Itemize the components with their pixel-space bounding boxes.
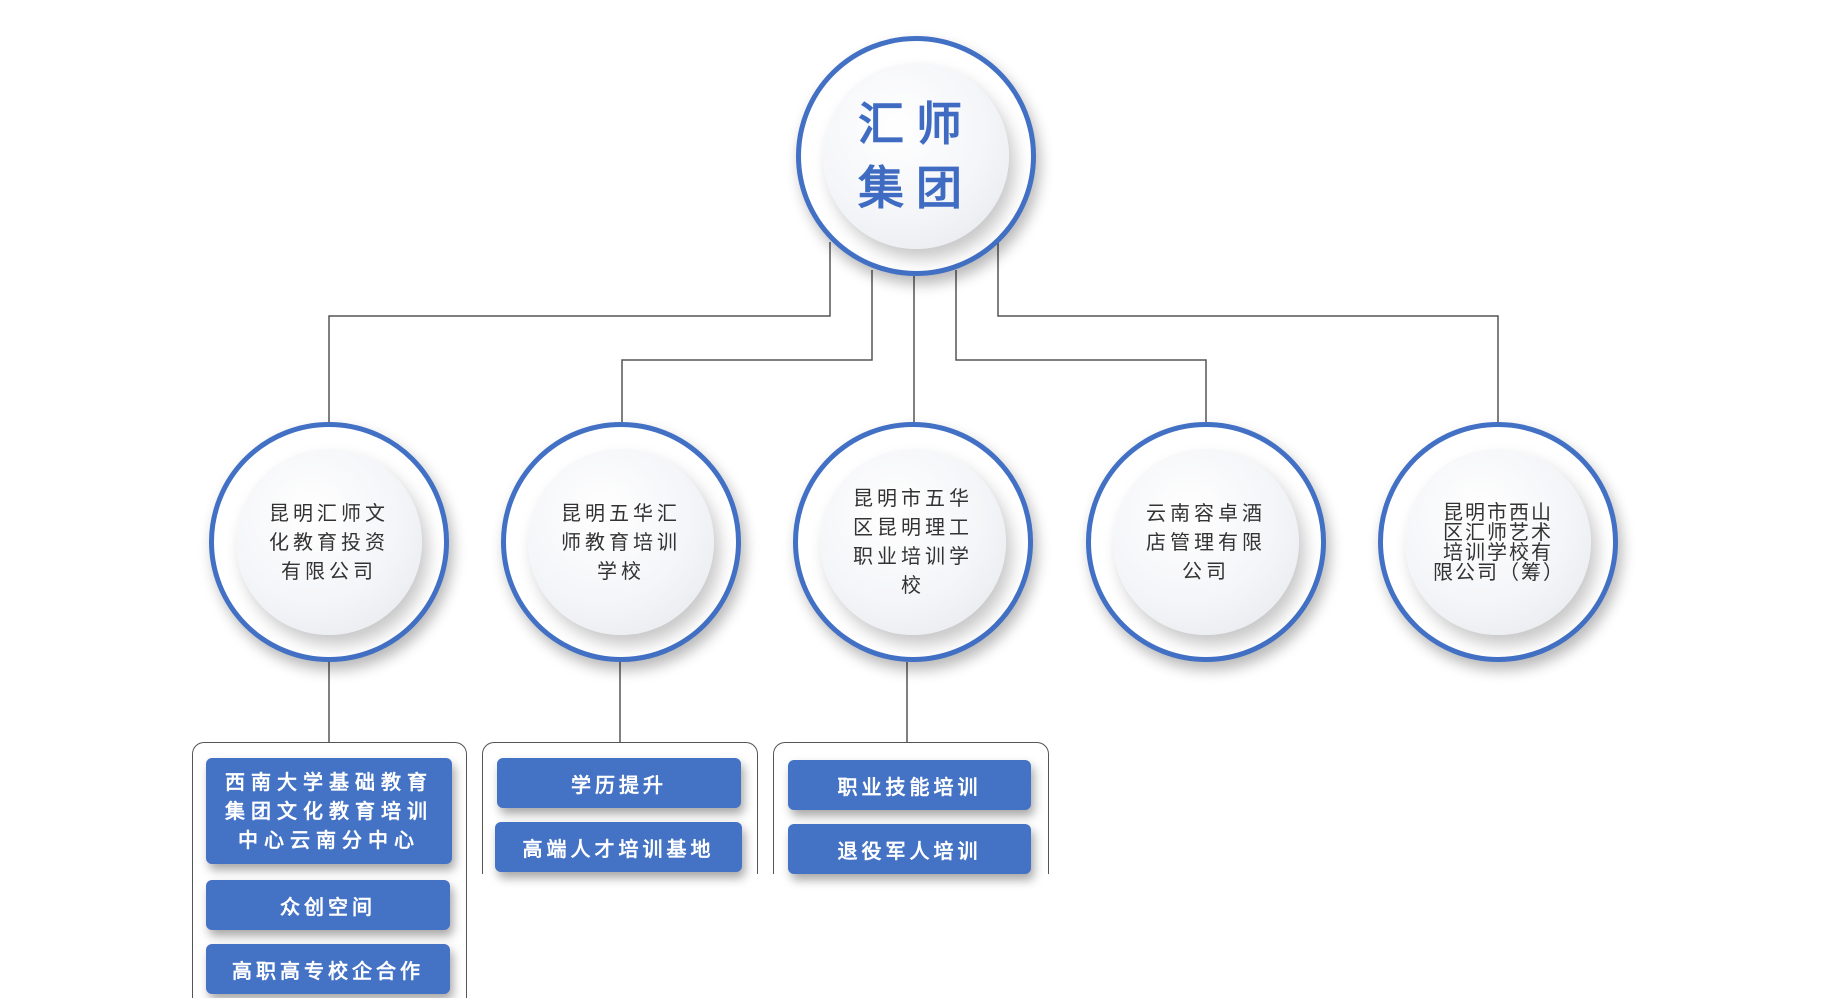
- branch-group-1: [192, 742, 467, 998]
- branch-item[interactable]: 学历提升: [497, 758, 741, 808]
- subsidiary-name: 昆明汇师文化教育投资有限公司: [269, 500, 389, 583]
- root-node-inner: 汇师集团: [823, 63, 1009, 249]
- subsidiary-node-4: 云南容卓酒店管理有限公司: [1086, 422, 1326, 662]
- connector-root-sub5: [997, 242, 1499, 422]
- subsidiary-name: 云南容卓酒店管理有限公司: [1146, 500, 1266, 583]
- branch-group-3: [773, 742, 1049, 874]
- subsidiary-node-5: 昆明市西山区汇师艺术培训学校有限公司（筹）: [1378, 422, 1618, 662]
- branch-item[interactable]: 西南大学基础教育集团文化教育培训中心云南分中心: [206, 758, 452, 864]
- branch-item[interactable]: 众创空间: [206, 880, 450, 930]
- subsidiary-name: 昆明五华汇师教育培训学校: [561, 500, 681, 583]
- subsidiary-node-3-inner: 昆明市五华区昆明理工职业培训学校: [820, 449, 1006, 635]
- root-node: 汇师集团: [796, 36, 1036, 276]
- branch-item[interactable]: 高端人才培训基地: [495, 822, 742, 872]
- subsidiary-node-3: 昆明市五华区昆明理工职业培训学校: [793, 422, 1033, 662]
- branch-group-2: [482, 742, 758, 874]
- branch-item[interactable]: 退役军人培训: [788, 824, 1031, 874]
- subsidiary-node-5-inner: 昆明市西山区汇师艺术培训学校有限公司（筹）: [1405, 449, 1591, 635]
- subsidiary-node-2: 昆明五华汇师教育培训学校: [501, 422, 741, 662]
- subsidiary-node-2-inner: 昆明五华汇师教育培训学校: [528, 449, 714, 635]
- branch-item[interactable]: 高职高专校企合作: [206, 944, 450, 994]
- subsidiary-name: 昆明市五华区昆明理工职业培训学校: [853, 486, 973, 597]
- connector-root-sub2: [621, 270, 873, 422]
- subsidiary-node-1: 昆明汇师文化教育投资有限公司: [209, 422, 449, 662]
- connector-root-sub4: [955, 270, 1207, 422]
- root-title: 汇师集团: [858, 97, 974, 215]
- branch-item[interactable]: 职业技能培训: [788, 760, 1031, 810]
- subsidiary-name: 昆明市西山区汇师艺术培训学校有限公司（筹）: [1433, 500, 1565, 584]
- connector-root-sub1: [328, 242, 831, 422]
- subsidiary-node-1-inner: 昆明汇师文化教育投资有限公司: [236, 449, 422, 635]
- subsidiary-node-4-inner: 云南容卓酒店管理有限公司: [1113, 449, 1299, 635]
